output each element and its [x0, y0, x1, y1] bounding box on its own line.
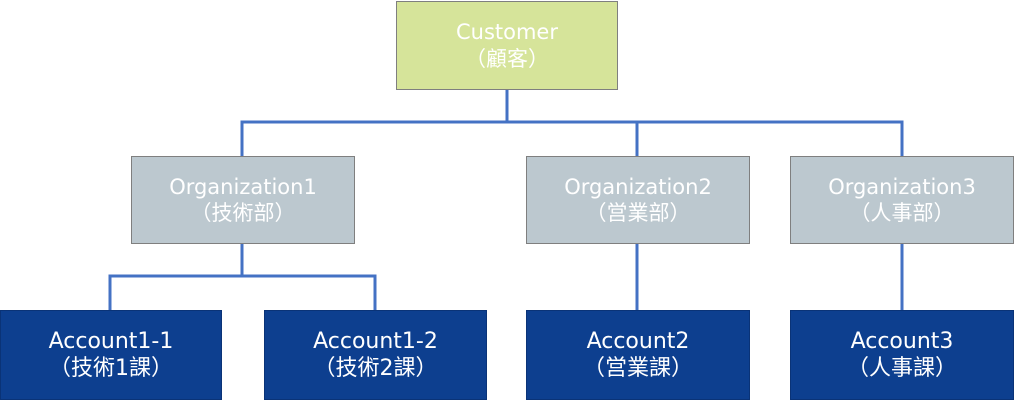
customer-node: Customer （顧客） [396, 1, 618, 90]
account2-name: Account2 [586, 328, 690, 354]
account1-1-node: Account1-1 （技術1課） [0, 310, 222, 400]
organization1-sub: （技術部） [190, 201, 296, 225]
account2-node: Account2 （営業課） [526, 310, 750, 400]
account1-2-sub: （技術2課） [313, 356, 438, 381]
organization2-name: Organization2 [564, 174, 712, 199]
organization2-node: Organization2 （営業部） [526, 156, 750, 244]
account1-2-name: Account1-2 [313, 328, 438, 354]
account3-node: Account3 （人事課） [790, 310, 1014, 400]
account1-1-sub: （技術1課） [49, 356, 173, 381]
organization1-name: Organization1 [169, 174, 317, 199]
account2-sub: （営業課） [582, 356, 693, 381]
customer-sub: （顧客） [465, 46, 549, 71]
organization2-sub: （営業部） [585, 201, 691, 225]
customer-name: Customer [455, 20, 558, 45]
account3-name: Account3 [850, 328, 954, 354]
account1-1-name: Account1-1 [48, 328, 174, 354]
organization3-name: Organization3 [828, 174, 976, 199]
account1-2-node: Account1-2 （技術2課） [264, 310, 487, 400]
account3-sub: （人事課） [846, 356, 957, 381]
organization3-sub: （人事部） [849, 201, 955, 225]
organization3-node: Organization3 （人事部） [790, 156, 1014, 244]
organization1-node: Organization1 （技術部） [131, 156, 355, 244]
